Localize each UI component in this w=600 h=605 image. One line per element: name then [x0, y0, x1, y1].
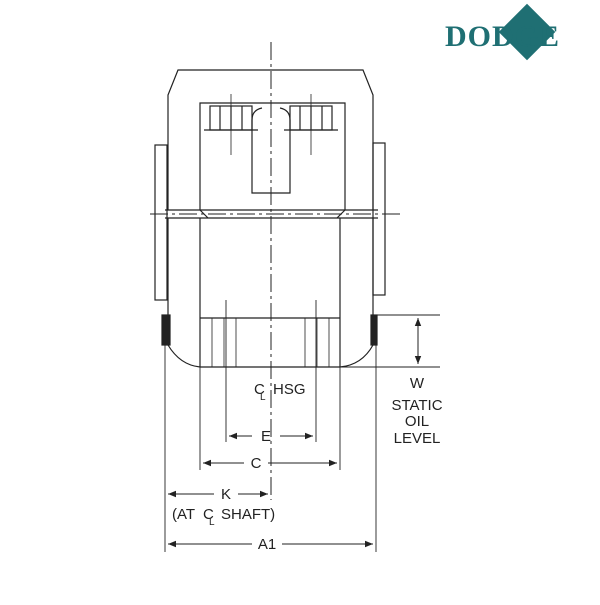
label-shaft: SHAFT)	[221, 506, 275, 523]
label-hsg: HSG	[273, 381, 306, 398]
extension-lines	[164, 300, 440, 552]
label-static: STATIC	[391, 397, 442, 414]
label-k: K	[221, 486, 231, 503]
dimension-labels: W STATIC OIL LEVEL C L HSG E C K (AT C L…	[172, 375, 443, 553]
label-cl-sub: L	[260, 392, 266, 403]
label-e: E	[261, 428, 271, 445]
label-at-cl-sub: L	[209, 517, 215, 528]
label-cl-symbol: C	[254, 381, 265, 398]
label-w: W	[410, 375, 425, 392]
centerlines	[150, 42, 402, 500]
dodge-logo: DODGE	[445, 3, 560, 61]
label-oil: OIL	[405, 413, 429, 430]
label-at: (AT	[172, 506, 195, 523]
logo-text: DODGE	[445, 20, 560, 53]
housing-outline	[154, 69, 386, 368]
label-at-cl-symbol: C	[203, 506, 214, 523]
label-c: C	[251, 455, 262, 472]
label-level: LEVEL	[394, 430, 441, 447]
dimension-lines	[168, 318, 422, 548]
label-a1: A1	[258, 536, 276, 553]
